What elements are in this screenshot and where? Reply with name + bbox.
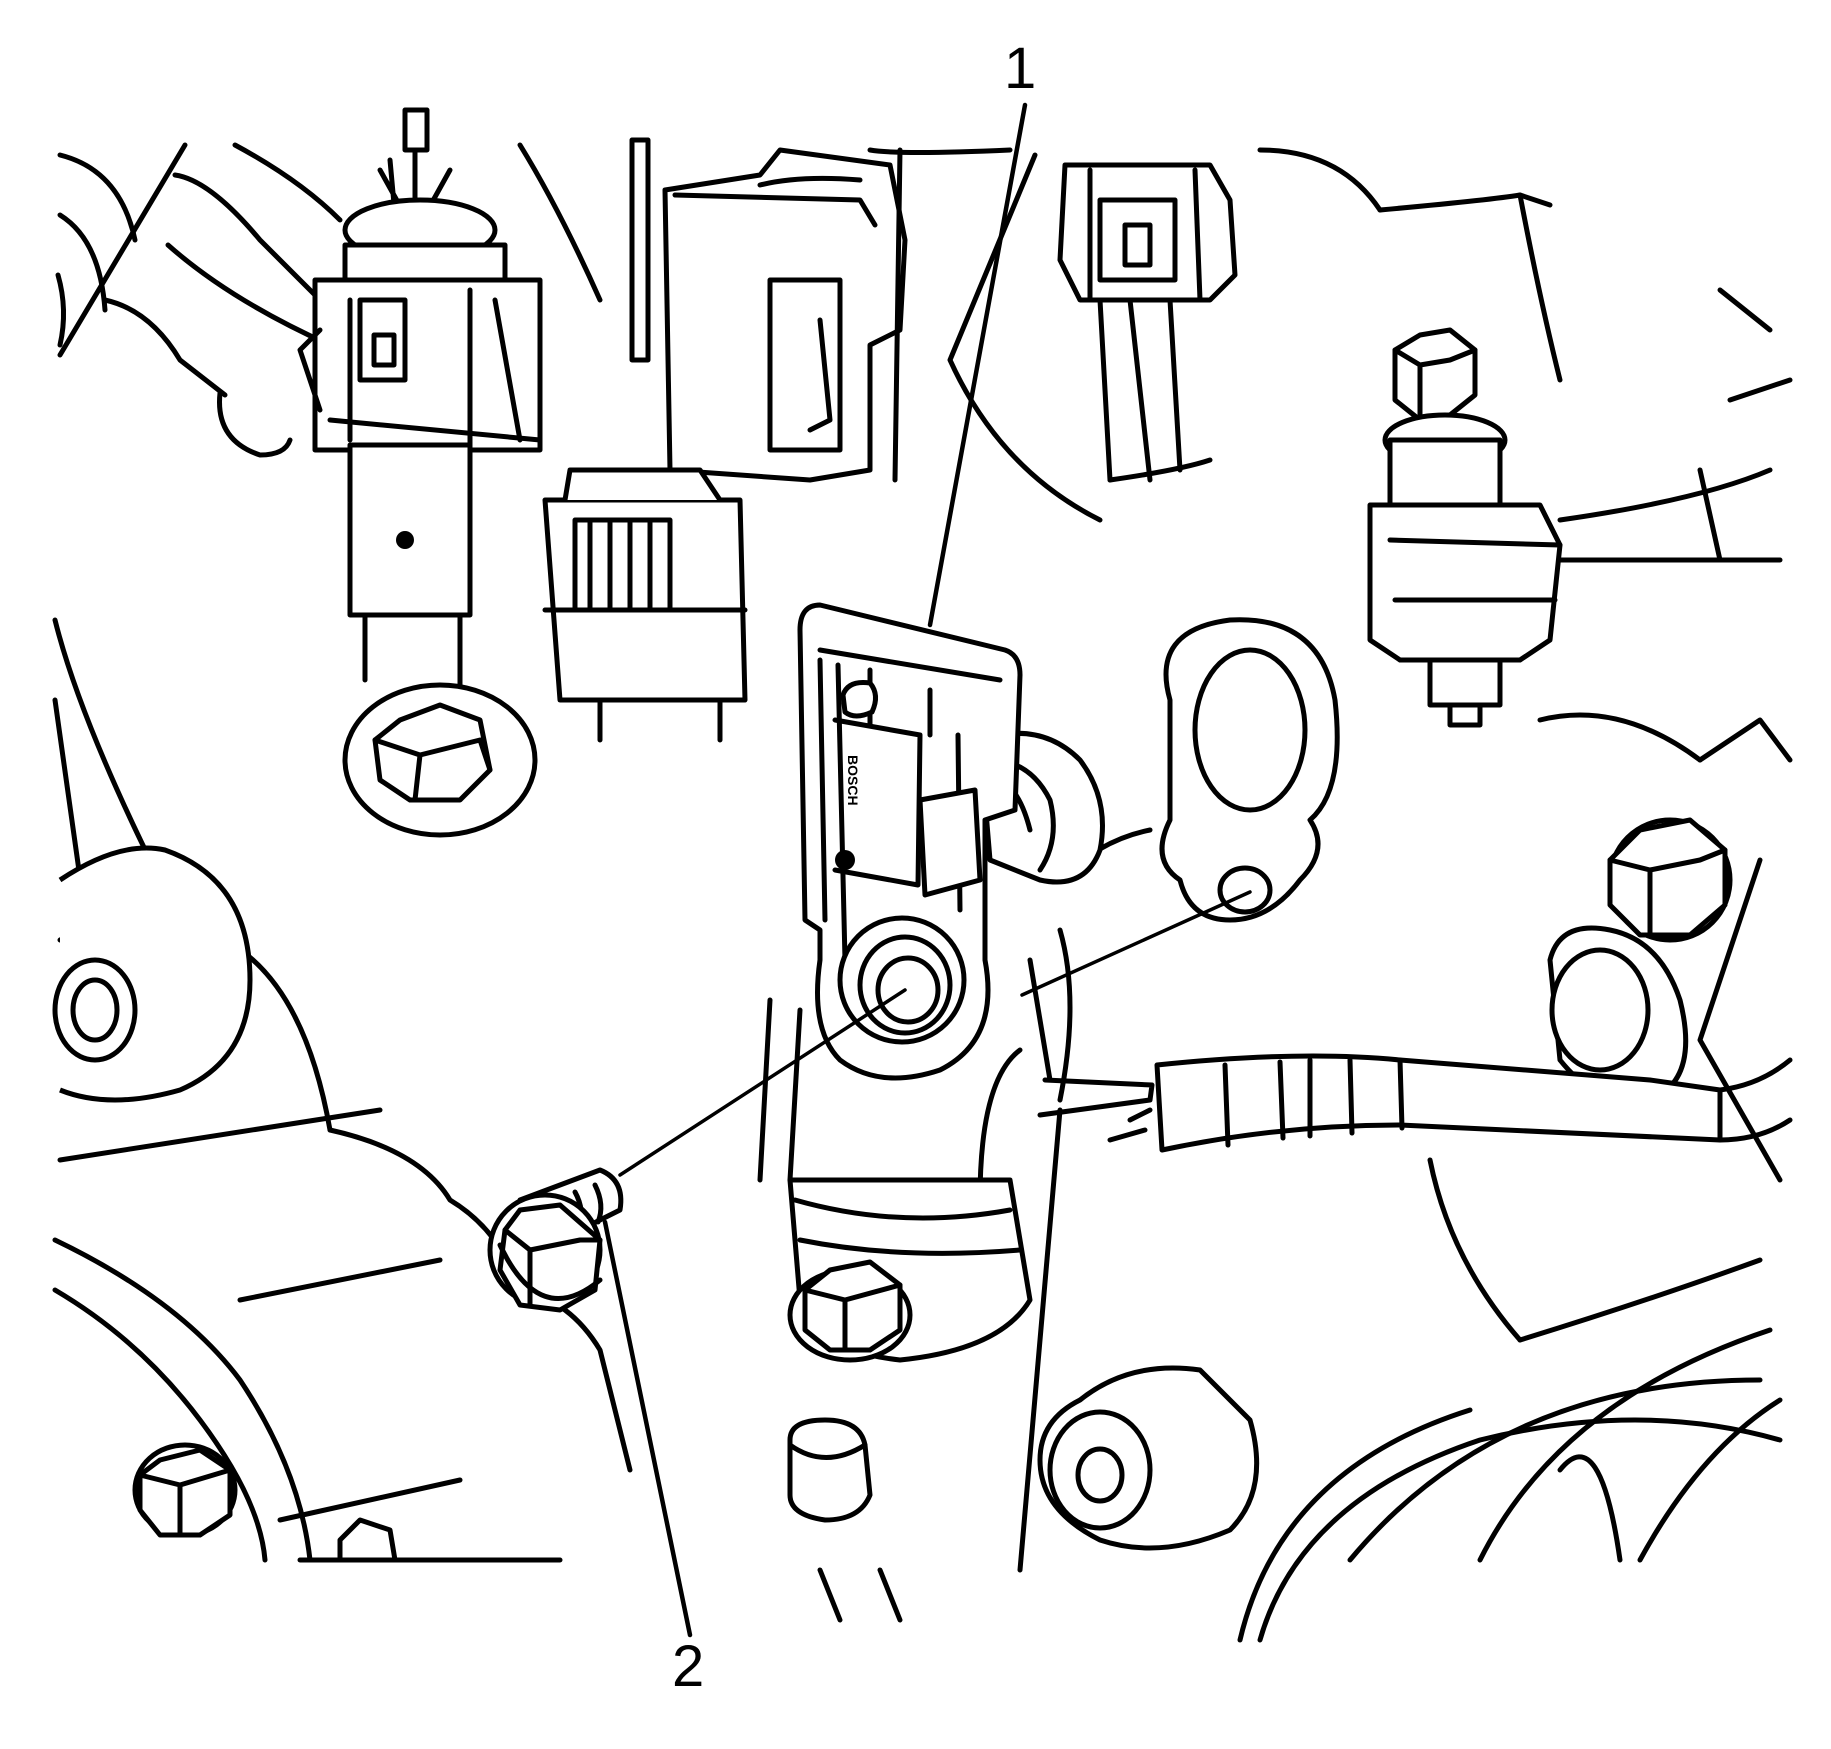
electrical-connector-center <box>629 137 908 483</box>
sensor-mounting-bolt <box>487 1167 624 1313</box>
callout-1-leader-line <box>927 102 1028 628</box>
sensor-alignment-line <box>1020 890 1252 997</box>
callout-2-leader-line <box>602 1219 693 1638</box>
callout-2-label: 2 <box>672 1634 705 1699</box>
install-alignment-line <box>618 988 907 1177</box>
bolt-right <box>1547 817 1733 1105</box>
housing-ear-left <box>52 845 398 1563</box>
engine-housing-outline <box>52 142 1793 1573</box>
housing-boss-center-right <box>1057 617 1340 923</box>
electrical-connector-left <box>297 107 543 693</box>
electrical-connector-right <box>1057 162 1238 483</box>
bolt-left <box>342 682 538 838</box>
wiring-harness <box>1037 1053 1793 1153</box>
electrical-connector-middle <box>542 467 748 743</box>
sensor-component: BOSCH <box>757 602 1105 1363</box>
callout-1-label: 1 <box>1004 36 1037 101</box>
stud-bolt-upper-right <box>1367 327 1783 728</box>
sensor-brand-marking: BOSCH <box>845 755 861 806</box>
housing-lower-center <box>787 1365 1783 1643</box>
